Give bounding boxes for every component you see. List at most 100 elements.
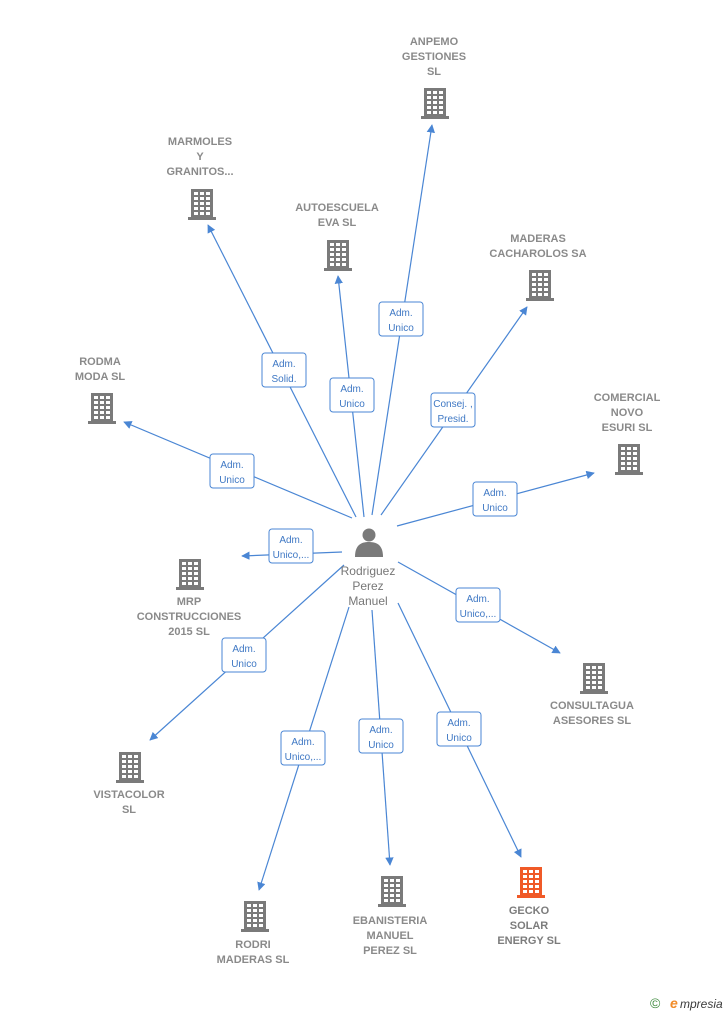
center-name-line-2: Perez [352,579,383,593]
company-label-line: EBANISTERIA [353,915,428,927]
building-icon [241,901,269,932]
role-text: Adm. [232,644,255,655]
role-text: Consej. , [433,399,472,410]
role-text: Adm. [220,460,243,471]
role-badge-mrp[interactable]: Adm. Unico,... [268,528,314,564]
building-icon [526,270,554,301]
company-node-maderas-cacharolos[interactable]: MADERAS CACHAROLOS SA [489,233,587,301]
building-icon [324,240,352,271]
company-node-ebanisteria[interactable]: EBANISTERIA MANUEL PEREZ SL [353,876,428,957]
company-node-vistacolor[interactable]: VISTACOLOR SL [93,752,165,816]
role-text: Unico,... [460,609,497,620]
company-label-line: Y [196,151,204,163]
role-text: Solid. [271,374,296,385]
role-text: Unico,... [285,752,322,763]
role-badge-autoescuela[interactable]: Adm. Unico [329,377,375,413]
company-label-line: MRP [177,596,201,608]
company-node-gecko[interactable]: GECKO SOLAR ENERGY SL [497,867,561,947]
company-label-line: 2015 SL [168,626,210,638]
company-label-line: ESURI SL [602,422,653,434]
company-node-autoescuela[interactable]: AUTOESCUELA EVA SL [295,202,379,271]
company-label-line: MADERAS [510,233,566,245]
building-icon [517,867,545,898]
company-label-line: PEREZ SL [363,945,417,957]
building-icon [615,444,643,475]
company-node-consultagua[interactable]: CONSULTAGUA ASESORES SL [550,663,634,727]
role-badge-gecko[interactable]: Adm. Unico [436,711,482,747]
company-label-line: CACHAROLOS SA [489,248,586,260]
company-node-mrp[interactable]: MRP CONSTRUCCIONES 2015 SL [137,559,242,638]
company-label-line: MADERAS SL [217,954,290,966]
role-text: Adm. [483,488,506,499]
role-text: Adm. [369,725,392,736]
company-label-line: AUTOESCUELA [295,202,379,214]
role-text: Adm. [389,308,412,319]
company-label-line: ASESORES SL [553,715,632,727]
role-text: Unico [339,399,365,410]
role-text: Unico,... [273,550,310,561]
building-icon [176,559,204,590]
role-badge-rodma[interactable]: Adm.Unico [209,453,255,489]
role-text: Presid. [437,414,468,425]
role-text: Adm. [447,718,470,729]
company-label-line: COMERCIAL [594,392,661,404]
building-icon [188,189,216,220]
role-badge-consultagua[interactable]: Adm. Unico,... [455,587,501,623]
building-icon [116,752,144,783]
role-text: Adm. [291,737,314,748]
building-icon [580,663,608,694]
copyright-symbol: © [650,995,661,1011]
company-label-line: ANPEMO [410,36,459,48]
company-label-line: MARMOLES [168,136,232,148]
role-text: Unico [482,503,508,514]
role-text: Unico [231,659,257,670]
company-label-line: GRANITOS... [166,166,233,178]
company-label-line: RODMA [79,356,121,368]
center-name-line-1: Rodriguez [341,564,396,578]
company-label-line: SOLAR [510,920,549,932]
company-label-line: CONSTRUCCIONES [137,611,242,623]
company-label-line: SL [122,804,136,816]
role-badge-anpemo[interactable]: Adm. Unico [378,301,424,337]
role-text: Adm. [340,384,363,395]
nodes-layer: ANPEMO GESTIONES SL MARMOLES Y GRANITOS... AUT… [75,36,661,966]
center-person[interactable]: Rodriguez Perez Manuel [341,528,396,609]
footer-brand[interactable]: © e mpresia [650,995,723,1011]
company-label-line: RODRI [235,939,270,951]
role-text: Adm. [279,535,302,546]
company-label-line: EVA SL [318,217,357,229]
person-icon [355,528,383,557]
building-icon [88,393,116,424]
role-badge-maderas-cacharolos[interactable]: Consej. , Presid. [430,392,476,428]
company-label-line: SL [427,66,441,78]
role-badge-marmoles[interactable]: Adm. Solid. [261,352,307,388]
brand-initial: e [670,995,678,1011]
role-badge-vistacolor[interactable]: Adm. Unico [221,637,267,673]
center-name-line-3: Manuel [348,594,387,608]
role-badge-comercial[interactable]: Adm. Unico [472,481,518,517]
company-node-marmoles[interactable]: MARMOLES Y GRANITOS... [166,136,234,220]
building-icon [378,876,406,907]
company-label-line: VISTACOLOR [93,789,164,801]
role-text: Unico [388,323,414,334]
building-icon [421,88,449,119]
company-label-line: ENERGY SL [497,935,561,947]
company-node-rodri[interactable]: RODRI MADERAS SL [217,901,290,966]
role-text: Unico [368,740,394,751]
role-text: Adm. [466,594,489,605]
role-badge-ebanisteria[interactable]: Adm. Unico [358,718,404,754]
company-label-line: GECKO [509,905,550,917]
company-node-rodma[interactable]: RODMA MODA SL [75,356,126,424]
role-text: Adm. [272,359,295,370]
company-node-anpemo[interactable]: ANPEMO GESTIONES SL [402,36,466,119]
company-label-line: GESTIONES [402,51,466,63]
company-label-line: MANUEL [366,930,413,942]
company-label-line: CONSULTAGUA [550,700,634,712]
role-badge-rodri[interactable]: Adm. Unico,... [280,730,326,766]
brand-name: mpresia [680,997,723,1011]
role-text: Unico [446,733,472,744]
company-label-line: MODA SL [75,371,126,383]
